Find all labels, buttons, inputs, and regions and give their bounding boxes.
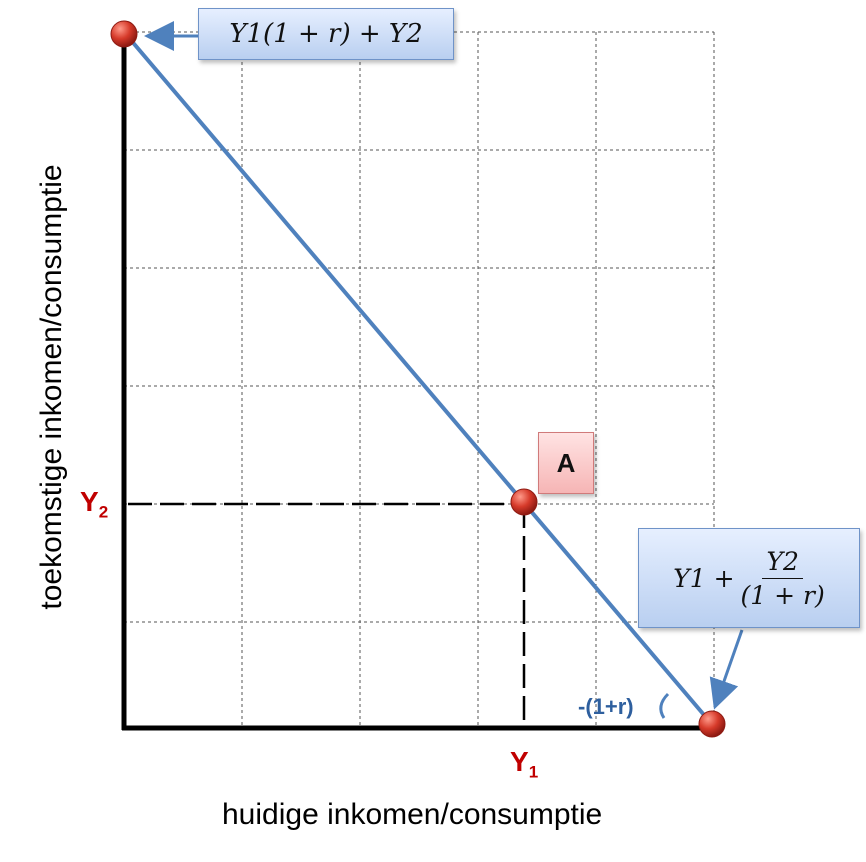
y-axis-title: toekomstige inkomen/consumptie	[35, 157, 69, 617]
arrow-right	[716, 630, 742, 704]
slope-label: -(1+r)	[578, 694, 634, 720]
intercept-top-formula: Y1(1 + r) + Y2	[229, 19, 422, 49]
point-a-label: A	[557, 448, 576, 478]
intercept-right-point	[699, 711, 725, 737]
intercept-right-label: Y1 + Y2 (1 + r)	[638, 528, 860, 628]
intercept-top-label: Y1(1 + r) + Y2	[198, 8, 454, 60]
tick-y2-main: Y	[80, 486, 99, 517]
point-a-label-box: A	[538, 432, 594, 494]
tick-label-y2: Y2	[80, 486, 108, 523]
tick-label-y1: Y1	[510, 746, 538, 783]
budget-line	[124, 32, 710, 722]
slope-arc	[661, 694, 668, 718]
intercept-right-fraction: Y2 (1 + r)	[741, 547, 825, 610]
x-axis-title: huidige inkomen/consumptie	[222, 798, 602, 832]
intercept-right-lead: Y1 +	[673, 564, 734, 593]
tick-y2-sub: 2	[99, 503, 108, 522]
fraction-numerator: Y2	[762, 547, 802, 579]
tick-y1-sub: 1	[529, 763, 538, 782]
fraction-denominator: (1 + r)	[741, 579, 825, 610]
intercept-top-point	[111, 21, 137, 47]
tick-y1-main: Y	[510, 746, 529, 777]
point-a	[511, 489, 537, 515]
